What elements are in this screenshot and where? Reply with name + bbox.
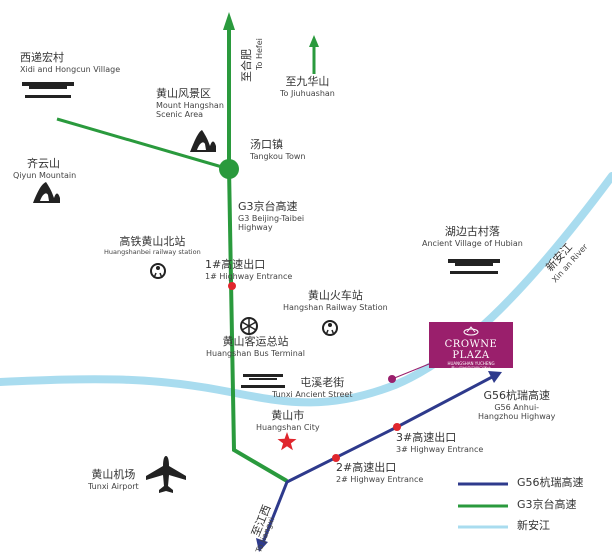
label-jiuhuashan-en: To Jiuhuashan bbox=[280, 88, 335, 98]
label-g3-en2: Highway bbox=[238, 222, 273, 232]
label-g56-en2: Hangzhou Highway bbox=[478, 411, 556, 421]
g3-highway-line bbox=[227, 28, 289, 483]
exit-3-marker bbox=[393, 423, 401, 431]
label-exit2: 2#高速出口 2# Highway Entrance bbox=[336, 461, 424, 484]
label-hubian-cn: 湖边古村落 bbox=[444, 225, 500, 238]
label-mount-huangshan-en2: Scenic Area bbox=[156, 109, 204, 119]
label-qiyun-cn: 齐云山 bbox=[27, 157, 60, 170]
label-g3-cn: G3京台高速 bbox=[238, 200, 298, 213]
hotel-name: CROWNE PLAZA bbox=[444, 339, 498, 361]
label-g56-en1: G56 Anhui- bbox=[494, 402, 540, 412]
legend-g56-label: G56杭瑞高速 bbox=[517, 476, 584, 489]
label-exit3: 3#高速出口 3# Highway Entrance bbox=[396, 431, 484, 454]
label-xidi-en: Xidi and Hongcun Village bbox=[20, 64, 121, 74]
label-jiuhuashan: 至九华山 To Jiuhuashan bbox=[280, 75, 335, 98]
exit-2-marker bbox=[332, 454, 340, 462]
label-airport: 黄山机场 Tunxi Airport bbox=[88, 468, 139, 491]
label-exit3-cn: 3#高速出口 bbox=[396, 431, 457, 444]
label-railway-station-cn: 黄山火车站 bbox=[307, 289, 363, 302]
label-railway-station-en: Hangshan Railway Station bbox=[283, 302, 388, 312]
label-bus-terminal: 黄山客运总站 Huangshan Bus Terminal bbox=[206, 335, 305, 358]
railway-north-icon bbox=[150, 263, 166, 279]
road-to-xidi bbox=[56, 117, 230, 171]
xidi-village-icon bbox=[22, 82, 74, 98]
label-tunxi-street-en: Tunxi Ancient Street bbox=[272, 389, 353, 399]
label-railway-north-en: Huangshanbei railway station bbox=[104, 247, 201, 256]
hotel-sub-en: HUANGSHAN YUCHENG bbox=[447, 361, 495, 366]
qiyun-mountain-icon bbox=[33, 182, 60, 203]
label-exit2-cn: 2#高速出口 bbox=[336, 461, 397, 474]
crown-icon bbox=[463, 326, 479, 336]
hotel-logo[interactable]: CROWNE PLAZA HUANGSHAN YUCHENG 黄山昱城皇冠假日酒… bbox=[429, 322, 513, 371]
label-huangshan-city-cn: 黄山市 bbox=[271, 409, 305, 422]
g56-highway-line bbox=[260, 374, 495, 546]
legend-g3-label: G3京台高速 bbox=[517, 498, 577, 511]
label-g3: G3京台高速 G3 Beijing-Taibei Highway bbox=[238, 200, 305, 232]
label-tangkou-cn: 汤口镇 bbox=[250, 138, 283, 151]
label-mount-huangshan-en1: Mount Hangshan bbox=[156, 100, 224, 110]
label-airport-en: Tunxi Airport bbox=[88, 481, 139, 491]
label-g56-cn: G56杭瑞高速 bbox=[483, 389, 550, 402]
tunxi-street-icon bbox=[241, 374, 285, 388]
label-tunxi-street: 屯溪老街 Tunxi Ancient Street bbox=[272, 376, 353, 399]
label-mount-huangshan: 黄山风景区 Mount Hangshan Scenic Area bbox=[156, 87, 224, 119]
label-railway-north: 高铁黄山北站 Huangshanbei railway station bbox=[104, 235, 201, 256]
label-g3-en1: G3 Beijing-Taibei bbox=[238, 213, 305, 223]
label-railway-north-cn: 高铁黄山北站 bbox=[119, 235, 186, 248]
label-exit1-en: 1# Highway Entrance bbox=[205, 271, 293, 281]
label-jiuhuashan-cn: 至九华山 bbox=[285, 75, 330, 88]
label-hubian: 湖边古村落 Ancient Village of Hubian bbox=[422, 225, 523, 248]
label-to-hefei-en: To Hefei bbox=[255, 38, 264, 70]
label-exit2-en: 2# Highway Entrance bbox=[336, 474, 424, 484]
label-tangkou-en: Tangkou Town bbox=[250, 151, 306, 161]
label-xidi-cn: 西递宏村 bbox=[20, 51, 64, 64]
bus-terminal-icon bbox=[240, 317, 258, 335]
hotel-sub-cn: 黄山昱城皇冠假日酒店 bbox=[451, 366, 491, 371]
label-huangshan-city-en: Huangshan City bbox=[256, 422, 320, 432]
g56-east-arrow bbox=[488, 371, 502, 383]
label-bus-terminal-en: Huangshan Bus Terminal bbox=[206, 348, 305, 358]
label-bus-terminal-cn: 黄山客运总站 bbox=[222, 335, 289, 348]
huangshan-city-star bbox=[277, 432, 297, 451]
label-qiyun: 齐云山 Qiyun Mountain bbox=[13, 157, 77, 180]
g3-north-arrow bbox=[223, 12, 235, 30]
exit-1-marker bbox=[228, 282, 236, 290]
hotel-pointer-line bbox=[391, 363, 430, 380]
label-exit1-cn: 1#高速出口 bbox=[205, 258, 266, 271]
label-tangkou: 汤口镇 Tangkou Town bbox=[250, 138, 306, 161]
legend-river-label: 新安江 bbox=[517, 519, 550, 532]
hubian-village-icon bbox=[448, 259, 500, 274]
label-exit1: 1#高速出口 1# Highway Entrance bbox=[205, 258, 293, 281]
label-exit3-en: 3# Highway Entrance bbox=[396, 444, 484, 454]
label-mount-huangshan-cn: 黄山风景区 bbox=[156, 87, 211, 100]
label-railway-station: 黄山火车站 Hangshan Railway Station bbox=[283, 289, 388, 312]
label-tunxi-street-cn: 屯溪老街 bbox=[300, 376, 345, 389]
airplane-icon bbox=[146, 456, 186, 493]
label-xidi: 西递宏村 Xidi and Hongcun Village bbox=[20, 51, 121, 74]
label-airport-cn: 黄山机场 bbox=[91, 468, 136, 481]
label-to-hefei-cn: 至合肥 bbox=[240, 49, 253, 82]
jiuhuashan-arrow bbox=[309, 35, 319, 47]
mount-huangshan-icon bbox=[190, 130, 216, 152]
g56-south-arrow bbox=[256, 538, 268, 552]
hotel-marker bbox=[388, 375, 396, 383]
railway-station-icon bbox=[322, 320, 338, 336]
label-qiyun-en: Qiyun Mountain bbox=[13, 170, 77, 180]
label-huangshan-city: 黄山市 Huangshan City bbox=[256, 409, 320, 432]
label-hubian-en: Ancient Village of Hubian bbox=[422, 238, 523, 248]
xinan-river-line bbox=[0, 172, 612, 407]
label-g56: G56杭瑞高速 G56 Anhui- Hangzhou Highway bbox=[478, 389, 556, 421]
tangkou-node bbox=[219, 159, 239, 179]
